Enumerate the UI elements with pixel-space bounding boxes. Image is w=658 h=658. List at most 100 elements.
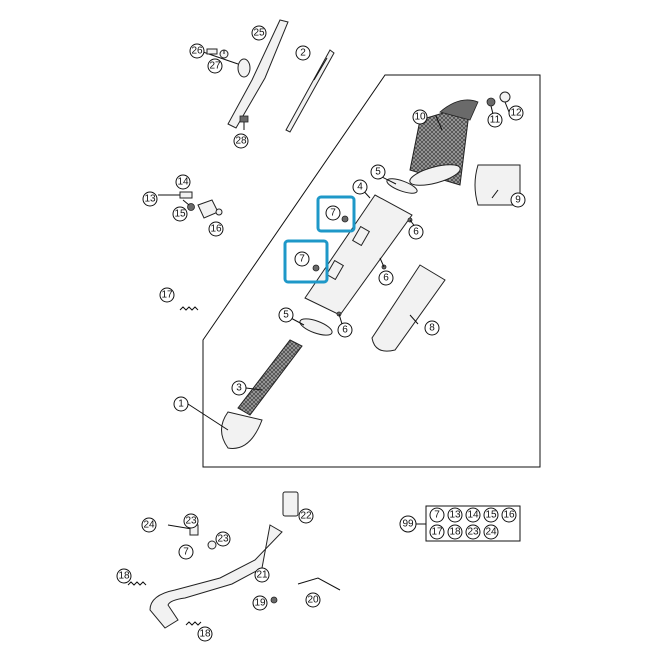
svg-text:11: 11	[490, 115, 501, 126]
callout-13[interactable]: 13	[142, 191, 158, 207]
inlet-cone	[221, 411, 263, 449]
kit-callout-group[interactable]: 99 7 13 14 15 16 17 18 23 24	[399, 505, 521, 542]
clamp-bracket	[197, 199, 219, 219]
callout-23-lower[interactable]: 23	[215, 531, 231, 547]
highlight-box-lower	[283, 239, 329, 284]
callout-21[interactable]: 21	[254, 567, 270, 583]
callout-28[interactable]: 28	[233, 133, 249, 149]
svg-text:24: 24	[485, 527, 497, 538]
callout-4[interactable]: 4	[352, 179, 368, 195]
kit-item-13: 13	[447, 507, 463, 523]
callout-99: 99	[399, 515, 417, 533]
svg-text:1: 1	[178, 399, 184, 410]
callout-12[interactable]: 12	[508, 105, 524, 121]
callout-26[interactable]: 26	[189, 43, 205, 59]
callout-5-upper[interactable]: 5	[370, 164, 386, 180]
callout-24[interactable]: 24	[141, 517, 157, 533]
callout-1[interactable]: 1	[173, 396, 189, 412]
svg-text:2: 2	[300, 48, 306, 59]
kit-item-18: 18	[447, 524, 463, 540]
svg-text:19: 19	[254, 598, 266, 609]
svg-text:18: 18	[118, 571, 130, 582]
svg-text:8: 8	[429, 323, 435, 334]
svg-text:25: 25	[253, 28, 265, 39]
svg-text:16: 16	[210, 224, 222, 235]
svg-text:13: 13	[449, 510, 461, 521]
spring-18-right	[185, 621, 202, 626]
callout-23-upper[interactable]: 23	[183, 513, 199, 529]
callout-18-left[interactable]: 18	[116, 568, 132, 584]
svg-text:24: 24	[143, 520, 155, 531]
callout-20[interactable]: 20	[305, 592, 321, 608]
highlight-box-upper	[316, 195, 356, 233]
svg-text:18: 18	[449, 527, 461, 538]
svg-text:99: 99	[402, 519, 414, 530]
svg-text:18: 18	[199, 629, 211, 640]
svg-text:16: 16	[503, 510, 515, 521]
sensor-20	[297, 577, 341, 591]
kit-item-17: 17	[429, 524, 445, 540]
svg-text:5: 5	[283, 310, 289, 321]
outer-shell-8	[371, 264, 446, 352]
callout-25[interactable]: 25	[251, 25, 267, 41]
kit-item-14: 14	[465, 507, 481, 523]
callout-14[interactable]: 14	[175, 174, 191, 190]
svg-text:23: 23	[217, 534, 229, 545]
svg-text:6: 6	[413, 227, 419, 238]
muffler-body-4	[304, 194, 413, 316]
callout-6-c[interactable]: 6	[337, 322, 353, 338]
kit-item-16: 16	[501, 507, 517, 523]
muffler-bracket	[227, 19, 289, 129]
svg-text:6: 6	[383, 273, 389, 284]
callout-19[interactable]: 19	[252, 595, 268, 611]
svg-text:23: 23	[185, 516, 197, 527]
seal-ring-upper	[386, 178, 418, 194]
svg-text:17: 17	[161, 290, 173, 301]
svg-text:17: 17	[431, 527, 443, 538]
svg-text:10: 10	[414, 112, 426, 123]
bracket-bushing	[237, 58, 251, 78]
callout-7-upper[interactable]: 7	[325, 205, 341, 221]
svg-text:4: 4	[357, 182, 363, 193]
callout-7-kit[interactable]: 7	[178, 544, 194, 560]
callout-10[interactable]: 10	[412, 109, 428, 125]
svg-text:6: 6	[342, 325, 348, 336]
callout-17[interactable]: 17	[159, 287, 175, 303]
callout-11[interactable]: 11	[487, 112, 503, 128]
callout-18-right[interactable]: 18	[197, 626, 213, 642]
callout-9[interactable]: 9	[510, 192, 526, 208]
callout-5-lower[interactable]: 5	[278, 307, 294, 323]
highlight-boxes	[283, 195, 356, 284]
callout-3[interactable]: 3	[231, 380, 247, 396]
callout-15[interactable]: 15	[172, 206, 188, 222]
muffler-group-frame	[202, 74, 541, 468]
callout-22[interactable]: 22	[298, 508, 314, 524]
svg-text:7: 7	[434, 510, 440, 521]
kit-item-7: 7	[429, 507, 445, 523]
callout-7-lower[interactable]: 7	[294, 251, 310, 267]
svg-text:14: 14	[467, 510, 479, 521]
perforated-tube-3	[237, 339, 303, 416]
seal-ring-lower	[299, 318, 333, 336]
callout-6-a[interactable]: 6	[408, 224, 424, 240]
svg-text:3: 3	[236, 383, 242, 394]
callout-16[interactable]: 16	[208, 221, 224, 237]
callout-6-b[interactable]: 6	[378, 270, 394, 286]
callout-8[interactable]: 8	[424, 320, 440, 336]
svg-text:21: 21	[256, 570, 268, 581]
heat-shield-strip	[285, 49, 335, 133]
svg-text:23: 23	[467, 527, 479, 538]
kit-item-15: 15	[483, 507, 499, 523]
svg-text:12: 12	[510, 108, 522, 119]
svg-text:15: 15	[174, 209, 186, 220]
kit-item-23: 23	[465, 524, 481, 540]
callout-2[interactable]: 2	[295, 45, 311, 61]
svg-text:7: 7	[299, 254, 305, 265]
callout-27[interactable]: 27	[207, 58, 223, 74]
svg-text:7: 7	[330, 208, 336, 219]
bracket-screw-26	[206, 48, 218, 55]
spring-17	[179, 306, 199, 311]
svg-text:28: 28	[235, 136, 247, 147]
